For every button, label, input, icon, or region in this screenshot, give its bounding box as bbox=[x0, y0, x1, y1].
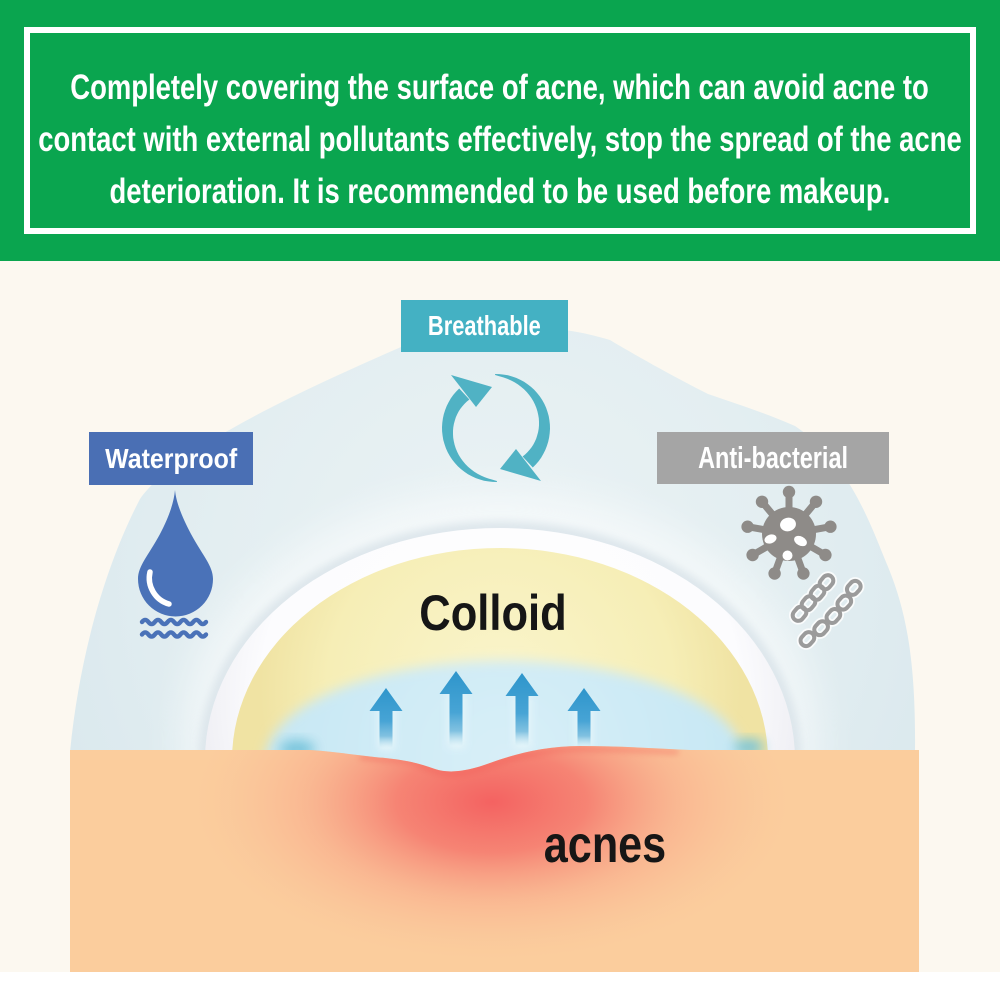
antibacterial-virus-icon bbox=[741, 485, 837, 580]
banner-text: Completely covering the surface of acne,… bbox=[0, 38, 1000, 241]
recycle-arrowhead-top bbox=[451, 375, 492, 407]
absorption-arrows bbox=[369, 671, 601, 748]
recycle-arc-left bbox=[442, 388, 497, 482]
breathable-recycle-icon bbox=[442, 374, 550, 482]
tag-breathable-label: Breathable bbox=[428, 310, 541, 341]
acnes-label: acnes bbox=[543, 816, 667, 874]
tag-breathable: Breathable bbox=[401, 300, 568, 352]
virus-body bbox=[762, 507, 816, 561]
droplet bbox=[138, 490, 213, 617]
banner-line-1: Completely covering the surface of acne,… bbox=[70, 67, 930, 107]
recycle-arrowhead-bottom bbox=[500, 449, 541, 481]
arrow-4 bbox=[567, 688, 601, 748]
droplet-highlight bbox=[146, 569, 172, 607]
acne-inflammation bbox=[194, 746, 790, 960]
banner: Completely covering the surface of acne,… bbox=[0, 0, 1000, 261]
recycle-arc-right bbox=[495, 374, 550, 468]
bacteria-chain-long bbox=[798, 578, 863, 649]
banner-border bbox=[24, 27, 976, 234]
bacteria-chains-icon bbox=[788, 571, 865, 650]
diagram-art bbox=[0, 261, 1000, 1000]
arrow-2 bbox=[439, 671, 473, 746]
tag-waterproof: Waterproof bbox=[89, 432, 253, 485]
water-waves bbox=[139, 617, 209, 639]
arrow-3 bbox=[505, 673, 539, 746]
waterproof-droplet-icon bbox=[138, 490, 213, 639]
bacteria-chain-short bbox=[790, 573, 836, 623]
acne-patch-diagram: Breathable Waterproof Anti-bacterial Col… bbox=[0, 261, 1000, 1000]
banner-line-2: contact with external pollutants effecti… bbox=[38, 119, 962, 159]
tag-waterproof-label: Waterproof bbox=[105, 442, 237, 474]
banner-line-3: deterioration. It is recommended to be u… bbox=[109, 171, 891, 211]
arrow-1 bbox=[369, 688, 403, 748]
virus-holes bbox=[764, 517, 807, 561]
tag-antibacterial: Anti-bacterial bbox=[657, 432, 889, 484]
colloid-label: Colloid bbox=[419, 585, 567, 641]
tag-antibacterial-label: Anti-bacterial bbox=[698, 440, 848, 475]
